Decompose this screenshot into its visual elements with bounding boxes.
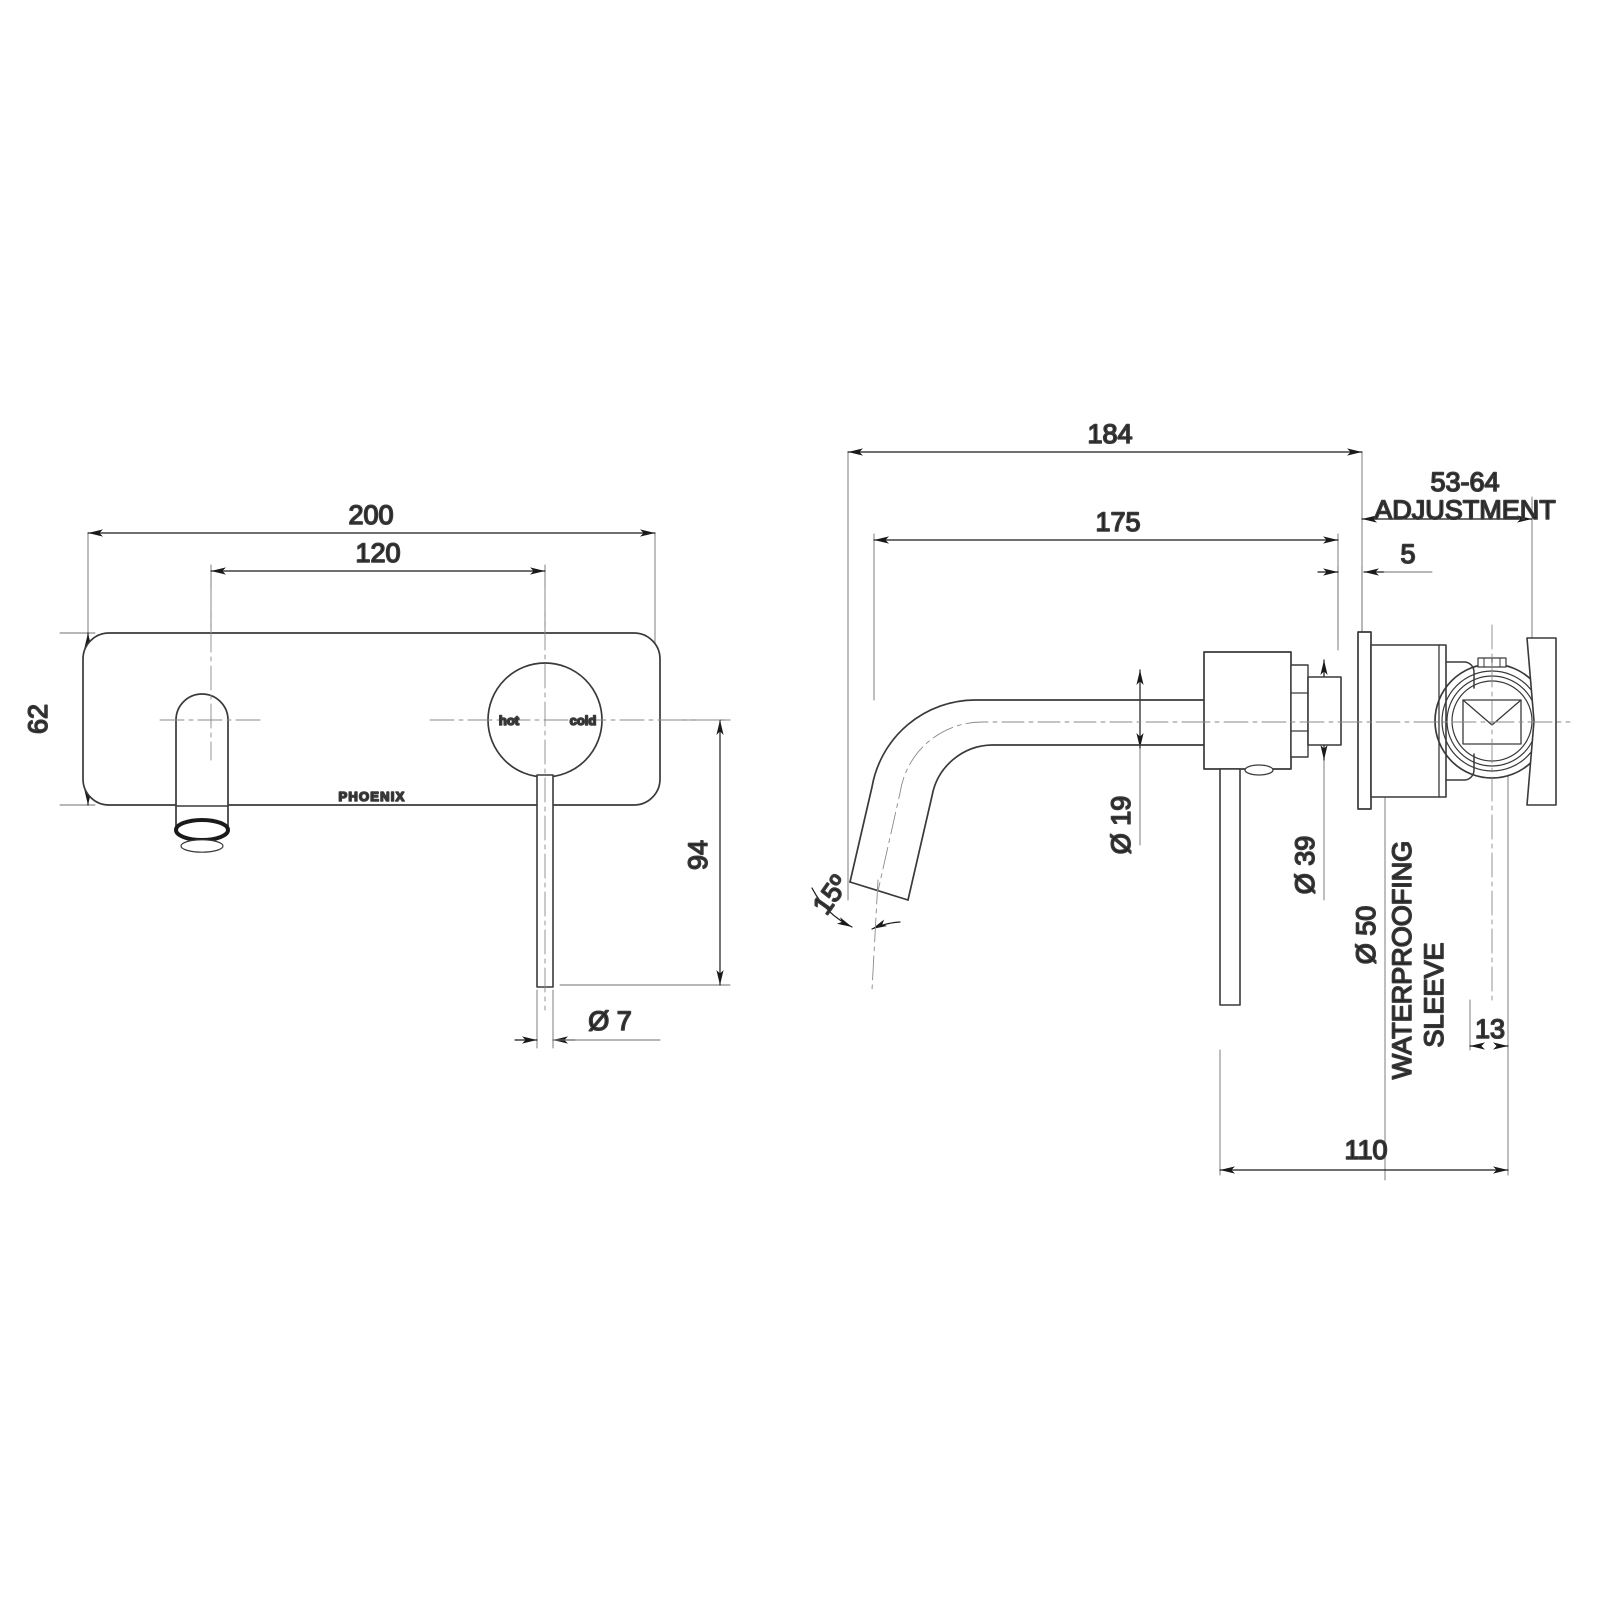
centreline-spout-curve — [877, 721, 1205, 892]
dim-plate-width: 200 — [87, 499, 656, 537]
dim-spout-dia-19: Ø 19 — [1105, 669, 1144, 855]
dim-handle-dia-7-label: Ø 7 — [588, 1006, 632, 1036]
body-outlet-nub — [1244, 764, 1274, 776]
dim-handle-dia-7: Ø 7 — [514, 1005, 661, 1044]
dim-spout-dia-19-label: Ø 19 — [1106, 796, 1136, 855]
backplate-side — [1357, 631, 1372, 810]
sleeve-label-line2: SLEEVE — [1419, 942, 1449, 1047]
dim-body-dia-39: Ø 39 — [1289, 659, 1328, 895]
dim-adjustment: 53-64 ADJUSTMENT — [1361, 466, 1557, 526]
dim-adjustment-range-label: 53-64 — [1430, 467, 1499, 497]
dim-plate-width-label: 200 — [348, 500, 393, 530]
dim-handle-length-110: 110 — [1219, 1134, 1509, 1174]
dim-handle-depth-13: 13 — [1469, 1013, 1509, 1050]
dim-outlet-angle-15-label: 15º — [807, 870, 855, 920]
front-elevation-group: 200 120 62 94 Ø 7 — [22, 499, 731, 1049]
dim-body-dia-39-label: Ø 39 — [1290, 836, 1320, 895]
dim-handle-depth-13-label: 13 — [1475, 1014, 1505, 1044]
dim-plate-thickness-5: 5 — [1317, 538, 1433, 576]
dim-projection-184-label: 184 — [1087, 419, 1132, 449]
dim-spout-175-label: 175 — [1095, 507, 1140, 537]
lever-handle-side — [1219, 768, 1241, 1006]
dim-centres-120-label: 120 — [355, 538, 400, 568]
dim-outlet-angle-15: 15º — [806, 869, 901, 930]
dim-spout-175: 175 — [873, 506, 1339, 544]
escutcheon-flange-side — [1526, 637, 1557, 806]
brand-label: PHOENIX — [339, 789, 406, 804]
dial-shroud-side — [1445, 661, 1475, 781]
dim-handle-length-110-label: 110 — [1344, 1135, 1387, 1165]
dim-plate-thickness-5-label: 5 — [1400, 539, 1415, 569]
dim-sleeve-dia-50-label: Ø 50 — [1351, 906, 1381, 965]
centreline-outlet-axis — [871, 879, 879, 991]
spout-side — [849, 699, 1205, 901]
dim-plate-height-62-label: 62 — [23, 704, 53, 734]
dim-handle-drop-94: 94 — [682, 719, 724, 986]
spout-front — [174, 693, 230, 853]
dim-centres-120: 120 — [210, 537, 546, 575]
hot-label: hot — [499, 713, 520, 728]
dim-adjustment-text-label: ADJUSTMENT — [1374, 495, 1556, 525]
sleeve-label-line1: WATERPROOFING — [1387, 841, 1417, 1080]
cold-label: cold — [570, 713, 597, 728]
dim-sleeve-dia-50: Ø 50 — [1350, 649, 1389, 965]
waterproofing-sleeve-side — [1370, 644, 1447, 798]
dim-handle-drop-94-label: 94 — [683, 840, 713, 870]
dim-plate-height-62: 62 — [22, 632, 92, 806]
side-elevation-group: 184 175 5 53-64 ADJUSTMENT Ø 19 Ø 3 — [806, 418, 1571, 1181]
mixer-collar-side — [1290, 664, 1342, 758]
dim-projection-184: 184 — [847, 418, 1363, 456]
mixer-body-side — [1203, 651, 1292, 770]
